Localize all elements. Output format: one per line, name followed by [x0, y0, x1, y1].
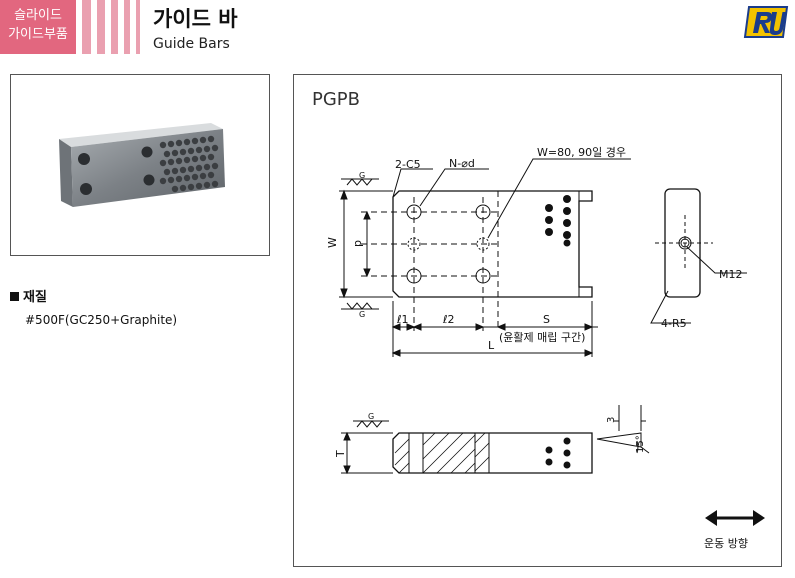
holes-label: N-⌀d	[449, 157, 475, 170]
thickness-label: T	[334, 450, 347, 458]
l1-label: ℓ1	[396, 313, 409, 326]
brand-logo	[743, 4, 791, 44]
category-tab: 슬라이드 가이드부품	[0, 0, 76, 54]
technical-drawing: PGPB	[293, 74, 782, 567]
decor-stripe	[82, 0, 91, 54]
decor-stripe	[111, 0, 118, 54]
dim-3-label: 3	[606, 417, 617, 423]
material-value: #500F(GC250+Graphite)	[25, 313, 178, 327]
bullet-square-icon	[10, 292, 19, 301]
top-view-outline	[392, 190, 593, 298]
pitch-label: p	[351, 240, 364, 247]
section-hatch	[394, 432, 490, 474]
page-subtitle: Guide Bars	[153, 36, 230, 52]
material-heading: 재질	[23, 290, 47, 305]
grind-side-label: G	[368, 412, 374, 421]
decor-stripe	[97, 0, 105, 54]
category-line-2: 가이드부품	[8, 27, 68, 42]
material-section: 재질 #500F(GC250+Graphite)	[10, 286, 177, 327]
product-photo	[10, 74, 270, 256]
s-note-label: (윤활제 매립 구간)	[499, 330, 585, 344]
model-code: PGPB	[312, 89, 361, 110]
double-arrow-icon	[705, 510, 765, 526]
grind-bottom-label: G	[359, 310, 365, 319]
thread-label: M12	[719, 268, 743, 281]
l2-label: ℓ2	[442, 313, 455, 326]
grind-top-label: G	[359, 171, 365, 180]
category-line-1: 슬라이드	[14, 8, 62, 23]
width-label: W	[326, 237, 339, 248]
length-label: L	[488, 339, 495, 352]
direction-label: 운동 방향	[704, 537, 748, 550]
graphite-dots	[545, 195, 571, 247]
radius-label: 4-R5	[661, 317, 687, 330]
decor-stripe	[136, 0, 140, 54]
decor-stripe	[124, 0, 130, 54]
dim-15-label: 15°	[635, 435, 646, 453]
w-note-label: W=80, 90일 경우	[537, 145, 626, 159]
chamfer-label: 2-C5	[395, 158, 421, 171]
page-title: 가이드 바	[153, 7, 238, 31]
s-label: S	[543, 313, 550, 326]
